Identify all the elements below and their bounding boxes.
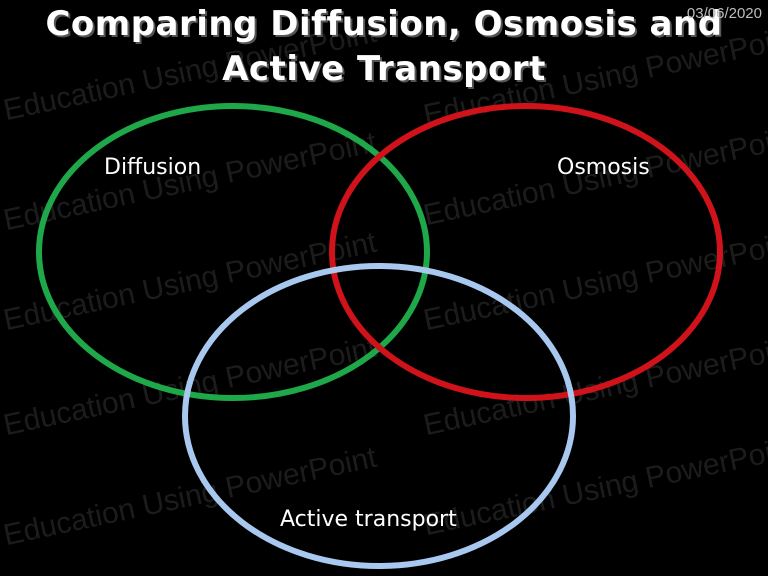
diffusion-label: Diffusion (104, 155, 202, 180)
active-transport-label: Active transport (280, 507, 457, 532)
title-line-1: Comparing Diffusion, Osmosis and (45, 4, 723, 44)
slide-date: 03/06/2020 (686, 5, 762, 22)
title-line-2: Active Transport (222, 49, 546, 89)
page-title: Comparing Diffusion, Osmosis and Active … (0, 2, 768, 92)
osmosis-label: Osmosis (557, 155, 650, 180)
osmosis-circle (329, 103, 723, 401)
active-transport-circle (182, 263, 576, 569)
diffusion-circle (36, 103, 430, 401)
